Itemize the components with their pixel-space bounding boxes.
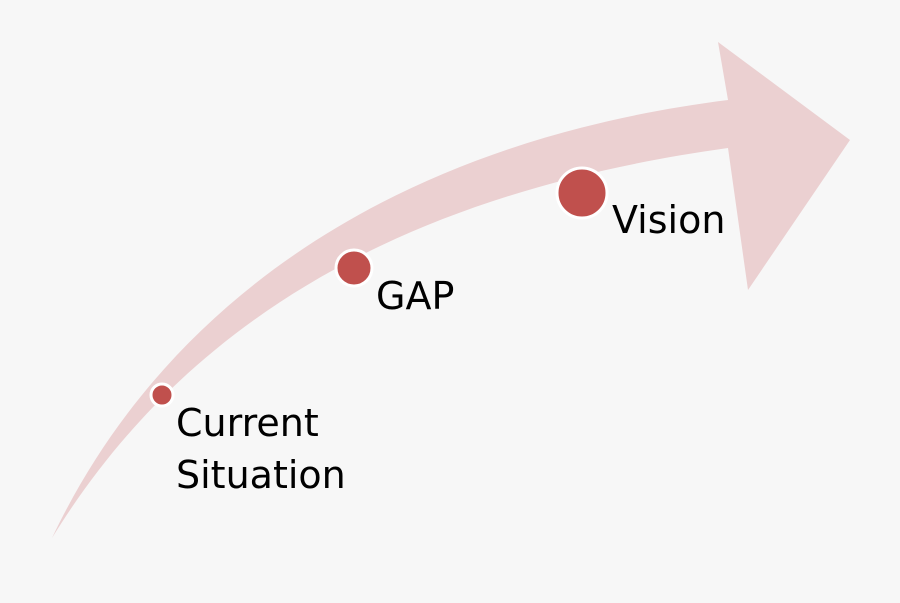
vision-label-line-1: Vision (612, 198, 725, 242)
current-situation-label-line-1: Current (176, 401, 319, 445)
curved-arrow (52, 42, 850, 538)
gap-label-line-1: GAP (376, 274, 454, 318)
vision-label: Vision (612, 198, 725, 242)
current-situation-label: Current Situation (176, 401, 346, 497)
current-situation-label-line-2: Situation (176, 453, 346, 497)
gap-label: GAP (376, 274, 454, 318)
vision-marker (555, 166, 609, 220)
gap-marker (334, 248, 374, 288)
current-situation-marker (149, 382, 175, 408)
